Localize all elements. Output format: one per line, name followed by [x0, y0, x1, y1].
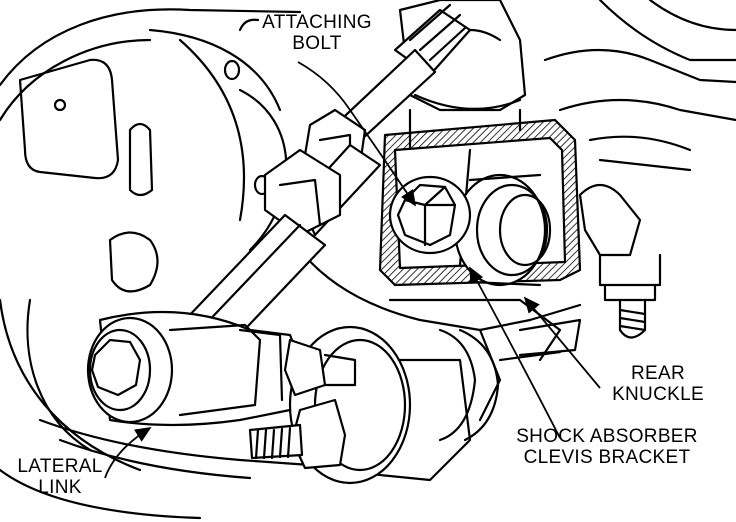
rear-knuckle [298, 248, 582, 482]
leader-arrow-icon [523, 296, 601, 389]
leader-lines [104, 61, 601, 479]
right-arm [543, 0, 736, 339]
leader-arrow-icon [469, 266, 561, 439]
lower-nuts [248, 325, 412, 485]
shock-bushing [453, 173, 552, 287]
leader-arrow-icon [104, 427, 152, 479]
label-attaching-bolt: ATTACHING BOLT [262, 12, 372, 54]
label-shock-absorber-clevis-bracket: SHOCK ABSORBER CLEVIS BRACKET [516, 426, 698, 468]
leader-arrow-icon [297, 61, 416, 207]
label-lateral-link: LATERAL LINK [17, 456, 103, 498]
lateral-link-eye [38, 310, 382, 480]
label-rear-knuckle: REAR KNUCKLE [612, 363, 704, 405]
tool-extension [183, 3, 472, 347]
attaching-bolt-head [388, 175, 472, 255]
